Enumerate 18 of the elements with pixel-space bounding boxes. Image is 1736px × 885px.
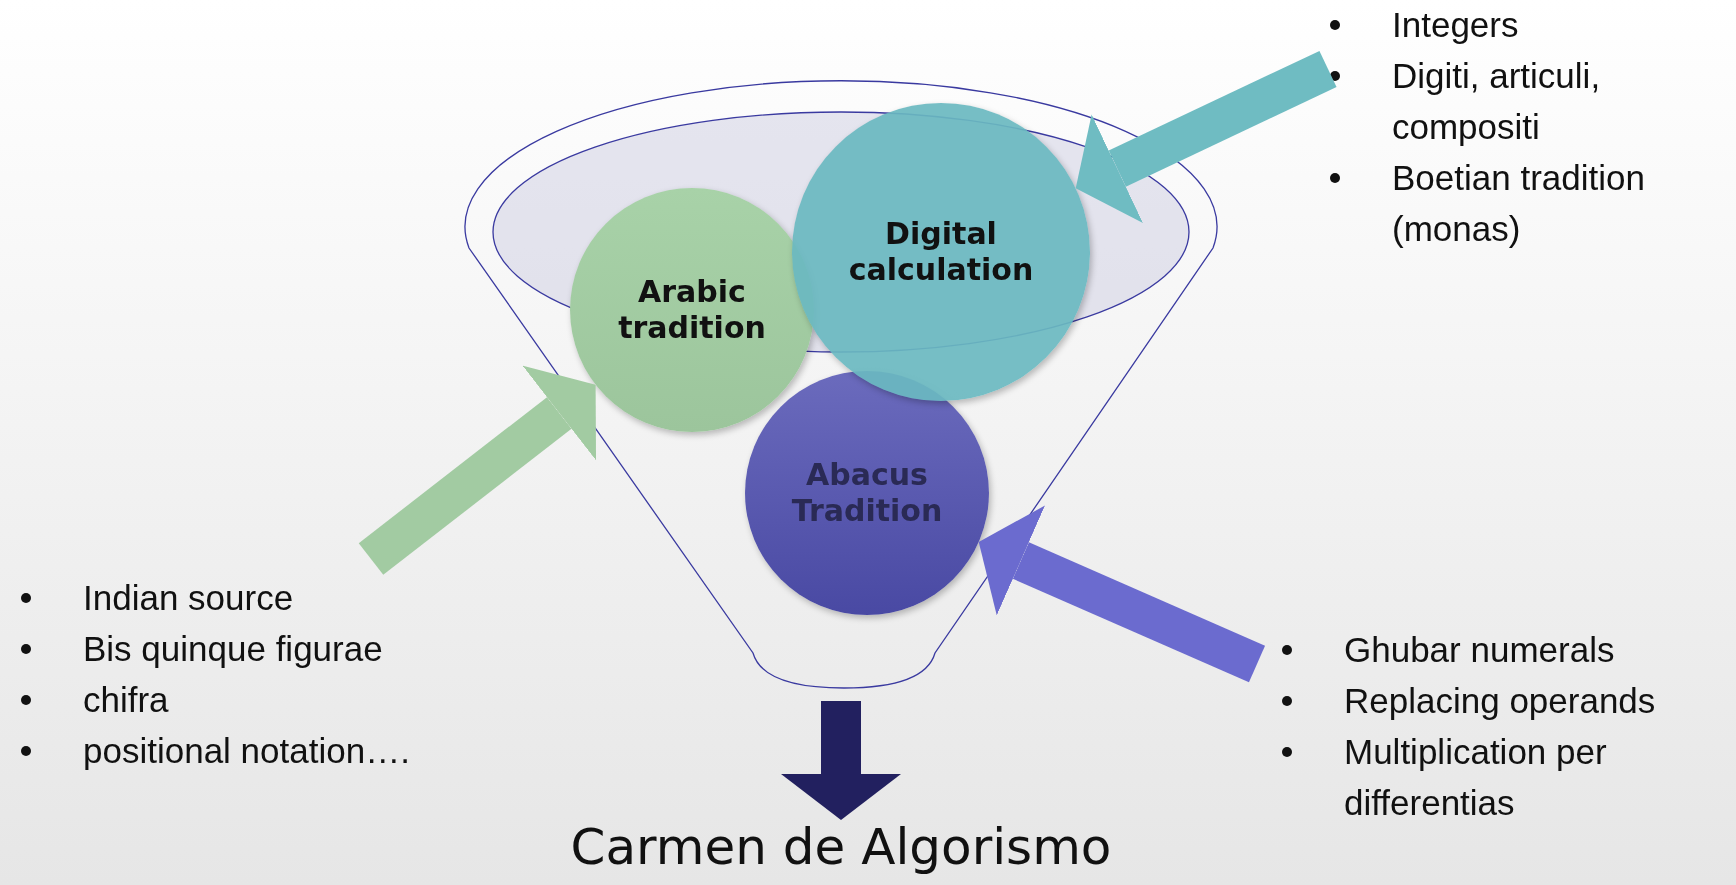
circle-label: Arabic tradition — [617, 274, 767, 346]
block-arrow — [978, 505, 1265, 683]
result-title: Carmen de Algorismo — [561, 818, 1121, 876]
circle-label: Digital calculation — [847, 216, 1035, 288]
list-item: Replacing operands — [1344, 681, 1656, 720]
list-item: Bis quinque figurae — [83, 629, 383, 668]
list-item: Multiplication per differentias — [1344, 732, 1607, 822]
list-item: Ghubar numerals — [1344, 630, 1615, 669]
circle-label: Abacus Tradition — [790, 457, 944, 529]
list-item: Indian source — [83, 578, 294, 617]
block-arrow — [781, 701, 901, 820]
list-item: chifra — [83, 680, 169, 719]
list-item: Digiti, articuli, compositi — [1392, 56, 1601, 146]
list-item: Integers — [1392, 5, 1519, 44]
block-arrow — [1075, 50, 1337, 223]
list-item: positional notation…. — [83, 731, 410, 770]
list-item: Boetian tradition (monas) — [1392, 158, 1645, 248]
block-arrow — [358, 365, 597, 575]
